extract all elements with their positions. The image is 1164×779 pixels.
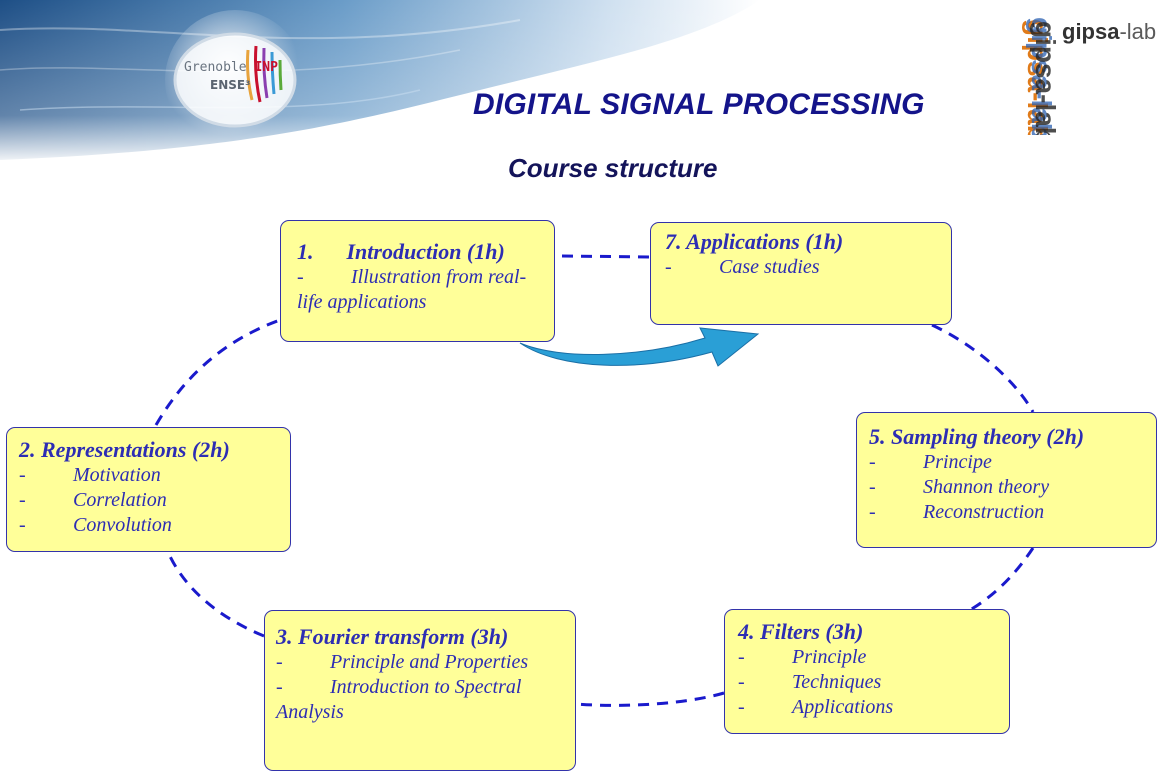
module-title: 2. Representations (2h) xyxy=(19,437,230,462)
svg-text:gipsa-lab: gipsa-lab xyxy=(1026,17,1057,135)
gipsa-lab-logo: gipsa-lab gipsa-lab gipsa-lab gipsa-lab xyxy=(1012,15,1162,135)
module-box-applications: 7. Applications (1h) -Case studies xyxy=(650,222,952,325)
module-item: -Principle and Properties xyxy=(276,651,529,673)
module-item: -Introduction to Spectral Analysis xyxy=(276,676,522,723)
page-title: DIGITAL SIGNAL PROCESSING xyxy=(473,88,925,121)
gipsa-lab-wordmark: gipsa-lab xyxy=(1062,19,1157,44)
module-box-sampling-theory: 5. Sampling theory (2h) -Principe -Shann… xyxy=(856,412,1157,548)
svg-text:gipsa-lab: gipsa-lab xyxy=(1022,19,1053,135)
connector-applications-to-sampling xyxy=(931,323,1035,413)
module-box-representations: 2. Representations (2h) -Motivation -Cor… xyxy=(6,427,291,552)
module-item: -Motivation xyxy=(19,464,161,486)
ense3-logo-text: ENSE³ xyxy=(210,78,251,92)
module-item: -Reconstruction xyxy=(869,501,1045,523)
connector-representations-to-intro xyxy=(154,318,281,426)
page-subtitle: Course structure xyxy=(508,153,718,183)
module-title: 4. Filters (3h) xyxy=(738,619,864,644)
grenoble-inp-logo: Grenoble INP ENSE³ xyxy=(170,30,300,130)
module-item: -Applications xyxy=(738,696,894,718)
gipsa-lab-emblem-icon: gipsa-lab gipsa-lab gipsa-lab xyxy=(1022,17,1061,135)
connector-intro-to-applications xyxy=(561,254,651,259)
module-item: -Techniques xyxy=(738,671,882,693)
connector-sampling-to-filters xyxy=(969,547,1035,612)
module-title: 1. Introduction (1h) xyxy=(297,239,505,264)
connector-filters-to-fourier xyxy=(575,691,725,707)
module-box-introduction: 1. Introduction (1h) -Illustration from … xyxy=(280,220,555,342)
curved-arrow-icon xyxy=(519,327,760,367)
module-box-filters: 4. Filters (3h) -Principle -Techniques -… xyxy=(724,609,1010,734)
svg-text:gipsa-lab: gipsa-lab xyxy=(1030,21,1061,135)
module-item: -Principe xyxy=(869,451,992,473)
connector-fourier-to-representations xyxy=(166,551,265,638)
module-item: -Case studies xyxy=(665,256,820,278)
module-item: -Illustration from real-life application… xyxy=(297,266,527,313)
module-item: -Correlation xyxy=(19,489,167,511)
module-item: -Shannon theory xyxy=(869,476,1050,498)
grenoble-inp-logo-text: Grenoble INP xyxy=(184,60,278,75)
module-box-fourier-transform: 3. Fourier transform (3h) -Principle and… xyxy=(264,610,576,771)
module-title: 7. Applications (1h) xyxy=(665,229,844,254)
module-item: -Convolution xyxy=(19,514,172,536)
module-title: 3. Fourier transform (3h) xyxy=(276,624,509,649)
module-title: 5. Sampling theory (2h) xyxy=(869,424,1085,449)
module-item: -Principle xyxy=(738,646,867,668)
